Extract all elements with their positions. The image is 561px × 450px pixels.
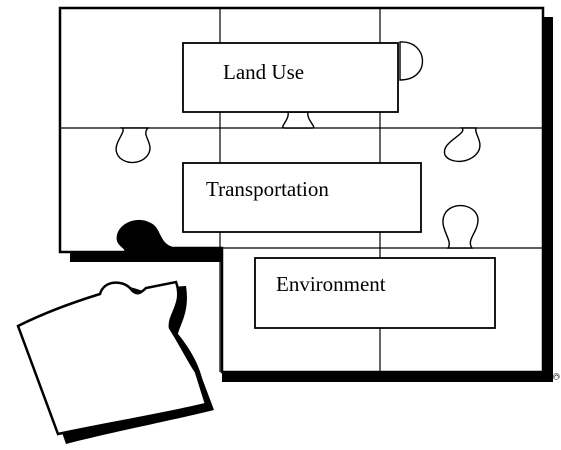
transportation-label: Transportation [206,177,329,201]
loose-piece [16,280,208,436]
land-use-box [182,42,399,113]
transportation-box [182,162,422,233]
piece-tabs [115,41,481,249]
land-use-label: Land Use [223,60,304,84]
copyright-mark: © [550,372,560,381]
environment-label: Environment [276,272,386,296]
environment-box [254,257,496,329]
